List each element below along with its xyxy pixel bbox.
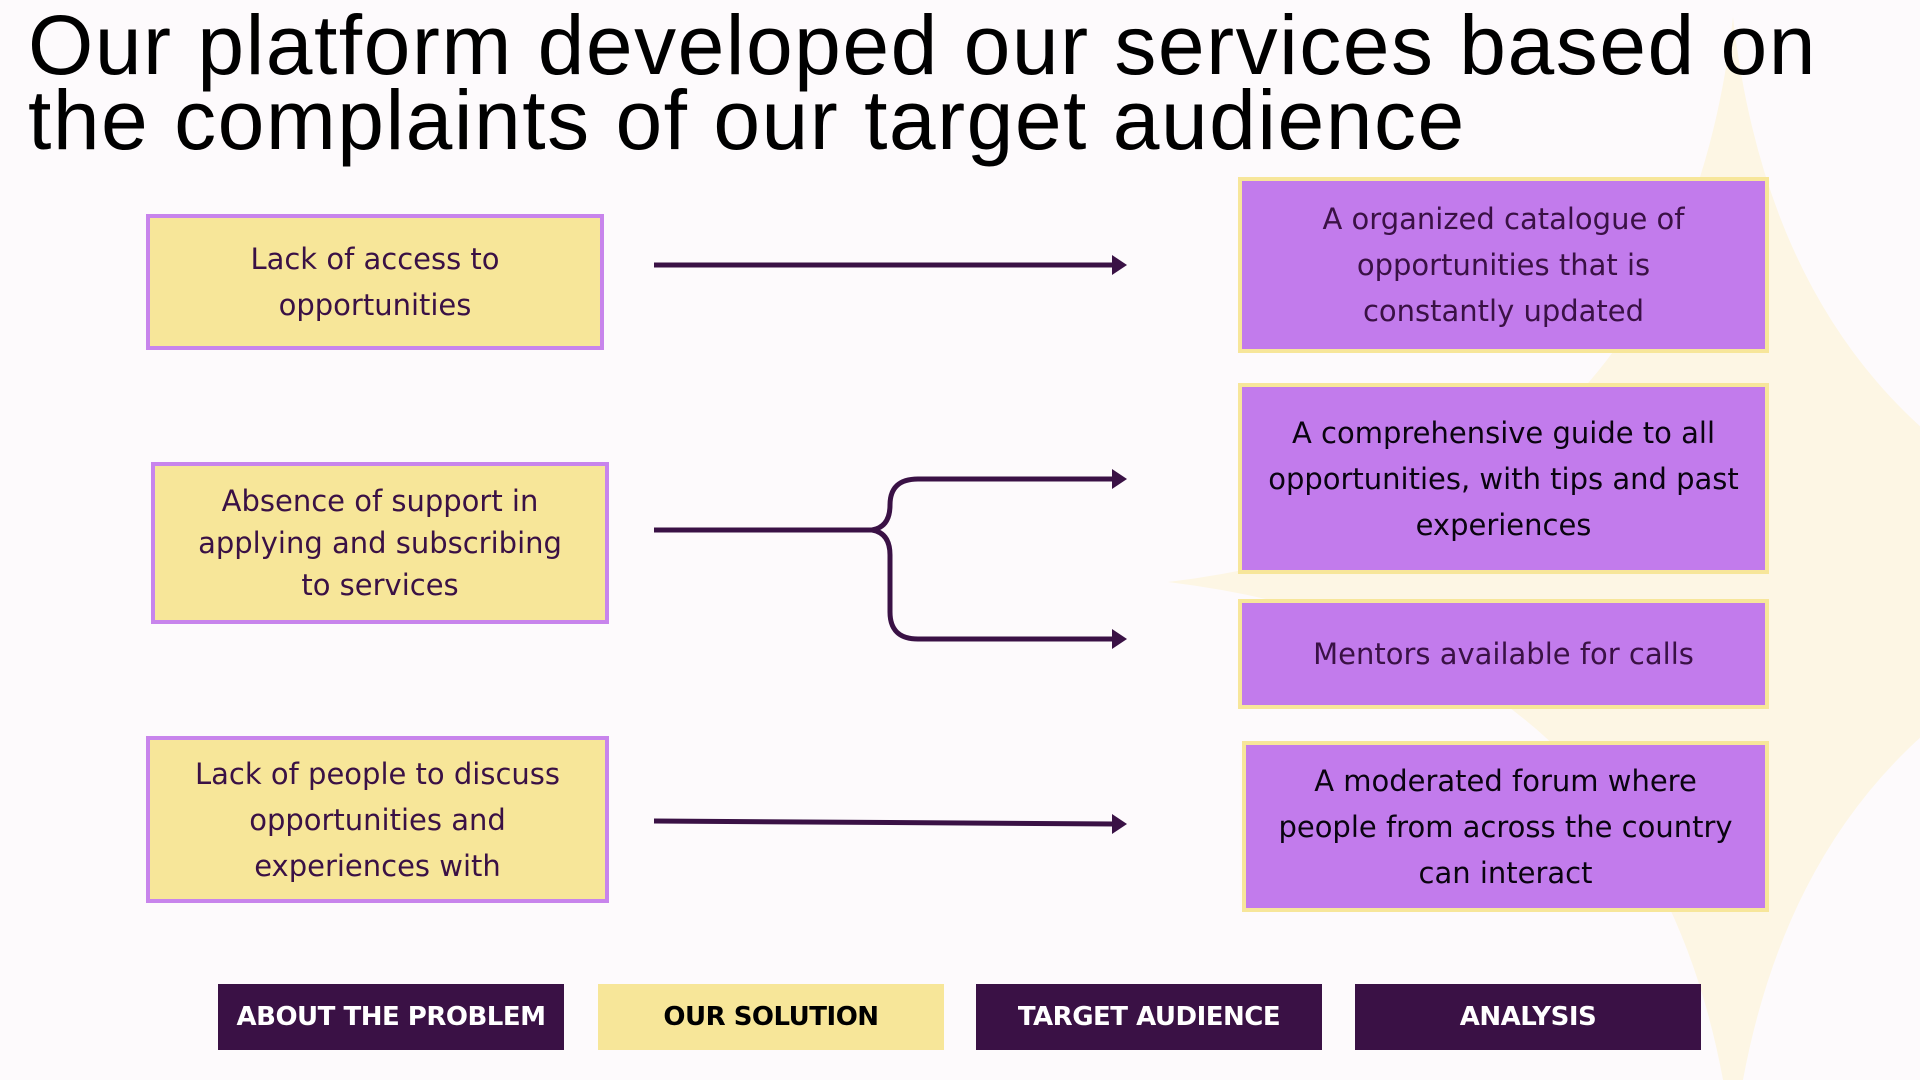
nav-label: ANALYSIS bbox=[1459, 1002, 1597, 1032]
nav-about-the-problem-button[interactable]: ABOUT THE PROBLEM bbox=[218, 984, 564, 1050]
title-line-1: Our platform developed our services base… bbox=[28, 0, 1817, 92]
nav-analysis-button[interactable]: ANALYSIS bbox=[1355, 984, 1701, 1050]
nav-target-audience-button[interactable]: TARGET AUDIENCE bbox=[976, 984, 1322, 1050]
problem-box-support: Absence of support in applying and subsc… bbox=[151, 462, 609, 624]
solution-box-guide: A comprehensive guide to all opportuniti… bbox=[1238, 383, 1769, 574]
arrowhead-3 bbox=[1112, 814, 1127, 834]
nav-label: ABOUT THE PROBLEM bbox=[236, 1002, 546, 1032]
problem-box-people: Lack of people to discuss opportunities … bbox=[146, 736, 609, 903]
problem-label: Lack of access to opportunities bbox=[250, 242, 500, 322]
problem-label: Absence of support in applying and subsc… bbox=[198, 484, 562, 602]
arrowhead-2b bbox=[1112, 629, 1127, 649]
arrowhead-2a bbox=[1112, 469, 1127, 489]
connector-brace-lower bbox=[871, 527, 1115, 642]
problem-box-access: Lack of access to opportunities bbox=[146, 214, 604, 350]
solution-label: A organized catalogue of opportunities t… bbox=[1322, 202, 1685, 328]
solution-label: Mentors available for calls bbox=[1313, 637, 1694, 671]
problem-label: Lack of people to discuss opportunities … bbox=[194, 756, 561, 883]
nav-our-solution-button[interactable]: OUR SOLUTION bbox=[598, 984, 944, 1050]
arrowhead-1 bbox=[1112, 255, 1127, 275]
connector-brace-upper bbox=[871, 476, 1115, 533]
page-title: Our platform developed our services base… bbox=[28, 0, 1918, 167]
solution-label: A comprehensive guide to all opportuniti… bbox=[1268, 415, 1739, 542]
solution-box-mentors: Mentors available for calls bbox=[1238, 599, 1769, 709]
title-line-2: the complaints of our target audience bbox=[28, 73, 1466, 167]
nav-label: TARGET AUDIENCE bbox=[1017, 1002, 1281, 1032]
solution-box-catalogue: A organized catalogue of opportunities t… bbox=[1238, 177, 1769, 353]
solution-label: A moderated forum where people from acro… bbox=[1278, 763, 1733, 890]
connector-arrow-3 bbox=[653, 818, 1116, 827]
nav-label: OUR SOLUTION bbox=[663, 1002, 879, 1032]
solution-box-forum: A moderated forum where people from acro… bbox=[1242, 741, 1769, 912]
